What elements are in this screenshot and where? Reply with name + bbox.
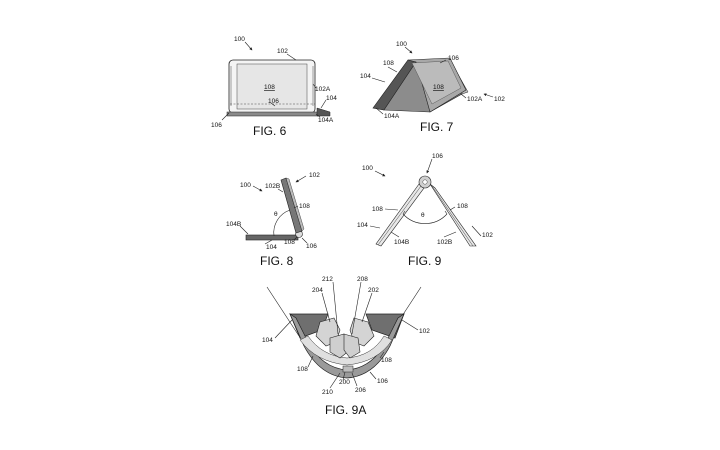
fig6-label: FIG. 6 — [253, 124, 287, 138]
fig9-label: FIG. 9 — [408, 254, 442, 268]
figure-7: 100 108 106 104 108 102A 102 104A FIG. 7 — [360, 41, 505, 134]
fig8-ref-104: 104 — [266, 244, 277, 251]
fig9-ref-108: 108 — [372, 206, 383, 213]
fig8-label: FIG. 8 — [260, 254, 294, 268]
fig8-ref-108-b: 108 — [284, 239, 295, 246]
fig7-ref-108: 108 — [383, 60, 394, 67]
fig9a-label: FIG. 9A — [325, 403, 366, 417]
fig9-right-panel — [429, 183, 477, 247]
fig6-stand — [316, 107, 331, 117]
fig8-ref-104b: 104B — [226, 221, 241, 228]
fig7-ref-104: 104 — [360, 73, 371, 80]
fig9-angle-arc — [402, 213, 448, 224]
fig9-ref-100: 100 — [362, 165, 373, 172]
fig9-ref-102b: 102B — [437, 239, 452, 246]
fig8-ref-100: 100 — [240, 182, 251, 189]
fig9-ref-104: 104 — [357, 222, 368, 229]
fig6-ref-104: 104 — [326, 95, 337, 102]
fig6-ref-106-b: 106 — [211, 122, 222, 129]
fig9a-ref-106: 106 — [377, 378, 388, 385]
fig9a-ref-202: 202 — [368, 287, 379, 294]
fig9a-inner-layer — [299, 335, 393, 366]
fig8-ref-102b: 102B — [265, 183, 280, 190]
fig7-ref-102: 102 — [494, 96, 505, 103]
fig8-angle-arc — [273, 209, 291, 237]
fig6-ref-100: 100 — [234, 36, 245, 43]
fig9a-center-block — [342, 365, 354, 373]
fig7-ref-104a: 104A — [384, 113, 400, 120]
fig9-ref-106: 106 — [432, 153, 443, 160]
fig9a-ref-104: 104 — [262, 337, 273, 344]
fig9a-flexible-cover — [289, 313, 405, 379]
fig6-base — [226, 111, 320, 117]
fig9-ref-108-b: 108 — [457, 203, 468, 210]
fig7-ref-108-b: 108 — [433, 84, 444, 91]
fig7-ref-100: 100 — [396, 41, 407, 48]
figure-8: 100 102B 102 108 θ 104B 104 108 106 FIG.… — [226, 172, 320, 268]
fig8-ref-108: 108 — [299, 203, 310, 210]
fig6-ref-102: 102 — [277, 48, 288, 55]
fig7-ref-102a: 102A — [467, 96, 483, 103]
figure-9: 106 100 108 108 θ 104 104B 102B 102 FIG.… — [357, 153, 493, 268]
figure-9a: 212 208 204 202 104 102 108 108 200 106 … — [262, 276, 430, 417]
fig9a-ref-210: 210 — [322, 389, 333, 396]
fig6-display-screen — [236, 63, 308, 110]
fig6-ref-106: 106 — [268, 98, 279, 105]
fig6-ref-104a: 104A — [318, 117, 334, 124]
fig9a-ref-108: 108 — [297, 366, 308, 373]
fig9-ref-104b: 104B — [394, 239, 409, 246]
fig8-ref-106: 106 — [306, 243, 317, 250]
fig8-ref-102: 102 — [309, 172, 320, 179]
fig6-ref-102a: 102A — [315, 86, 331, 93]
fig9-ref-theta: θ — [421, 212, 425, 219]
fig8-ref-theta: θ — [274, 211, 278, 218]
fig9a-ref-200: 200 — [339, 379, 350, 386]
fig9a-ref-206: 206 — [355, 387, 366, 394]
fig6-ref-108: 108 — [264, 84, 275, 91]
fig9a-ref-108-b: 108 — [381, 357, 392, 364]
fig9a-ref-208: 208 — [357, 276, 368, 283]
fig9-ref-102: 102 — [482, 232, 493, 239]
fig9a-ref-212: 212 — [322, 276, 333, 283]
fig9a-ref-102: 102 — [419, 328, 430, 335]
fig7-label: FIG. 7 — [420, 120, 454, 134]
fig7-ref-106: 106 — [448, 55, 459, 62]
fig9a-ref-204: 204 — [312, 287, 323, 294]
figure-6: 100 102 108 102A 104 106 104A 106 FIG. 6 — [211, 36, 337, 138]
